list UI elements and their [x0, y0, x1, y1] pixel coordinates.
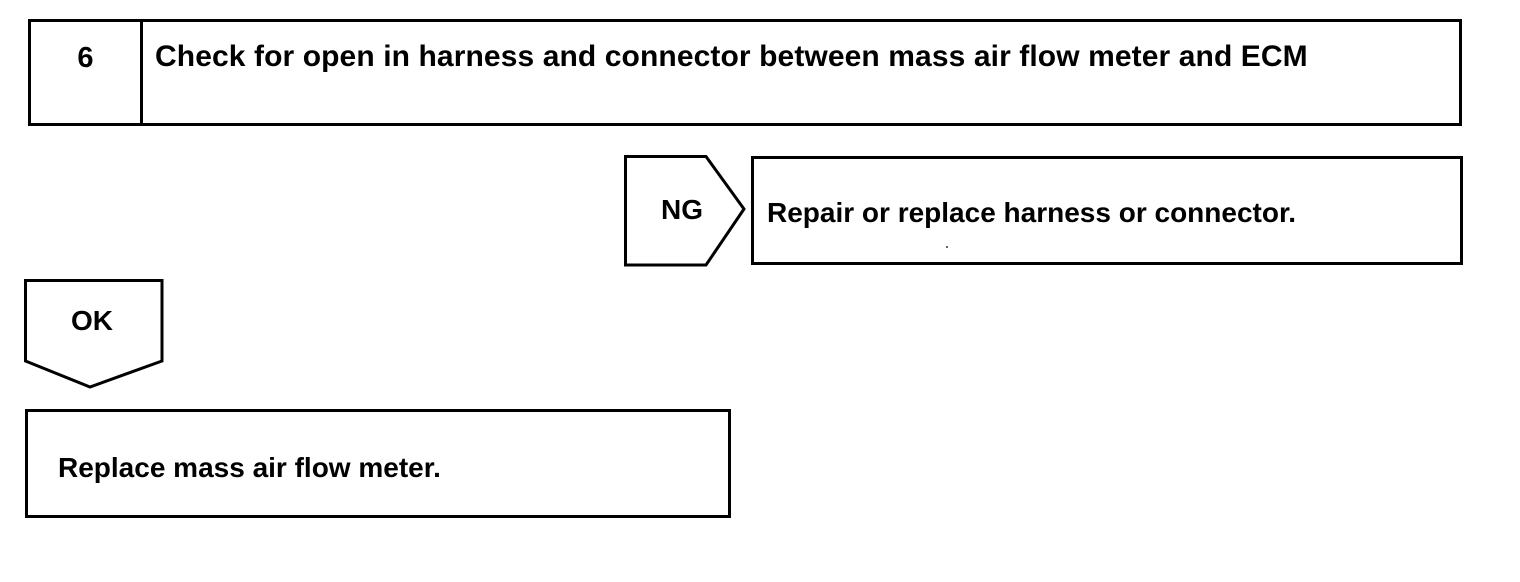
step-number-cell: 6 [31, 22, 143, 123]
ok-action-text: Replace mass air flow meter. [58, 452, 441, 483]
ok-arrow-shape [24, 279, 164, 389]
step-number: 6 [77, 42, 94, 74]
step-header-box: 6 Check for open in harness and connecto… [28, 19, 1462, 126]
step-title: Check for open in harness and connector … [155, 40, 1308, 73]
ng-arrow-shape [624, 155, 746, 267]
ng-action-text: Repair or replace harness or connector. [767, 197, 1297, 228]
ng-label: NG [661, 194, 703, 225]
ok-action-box: Replace mass air flow meter. [25, 409, 731, 518]
ok-label: OK [71, 305, 113, 336]
scan-speck [946, 246, 948, 248]
ng-action-box: Repair or replace harness or connector. [751, 156, 1463, 265]
